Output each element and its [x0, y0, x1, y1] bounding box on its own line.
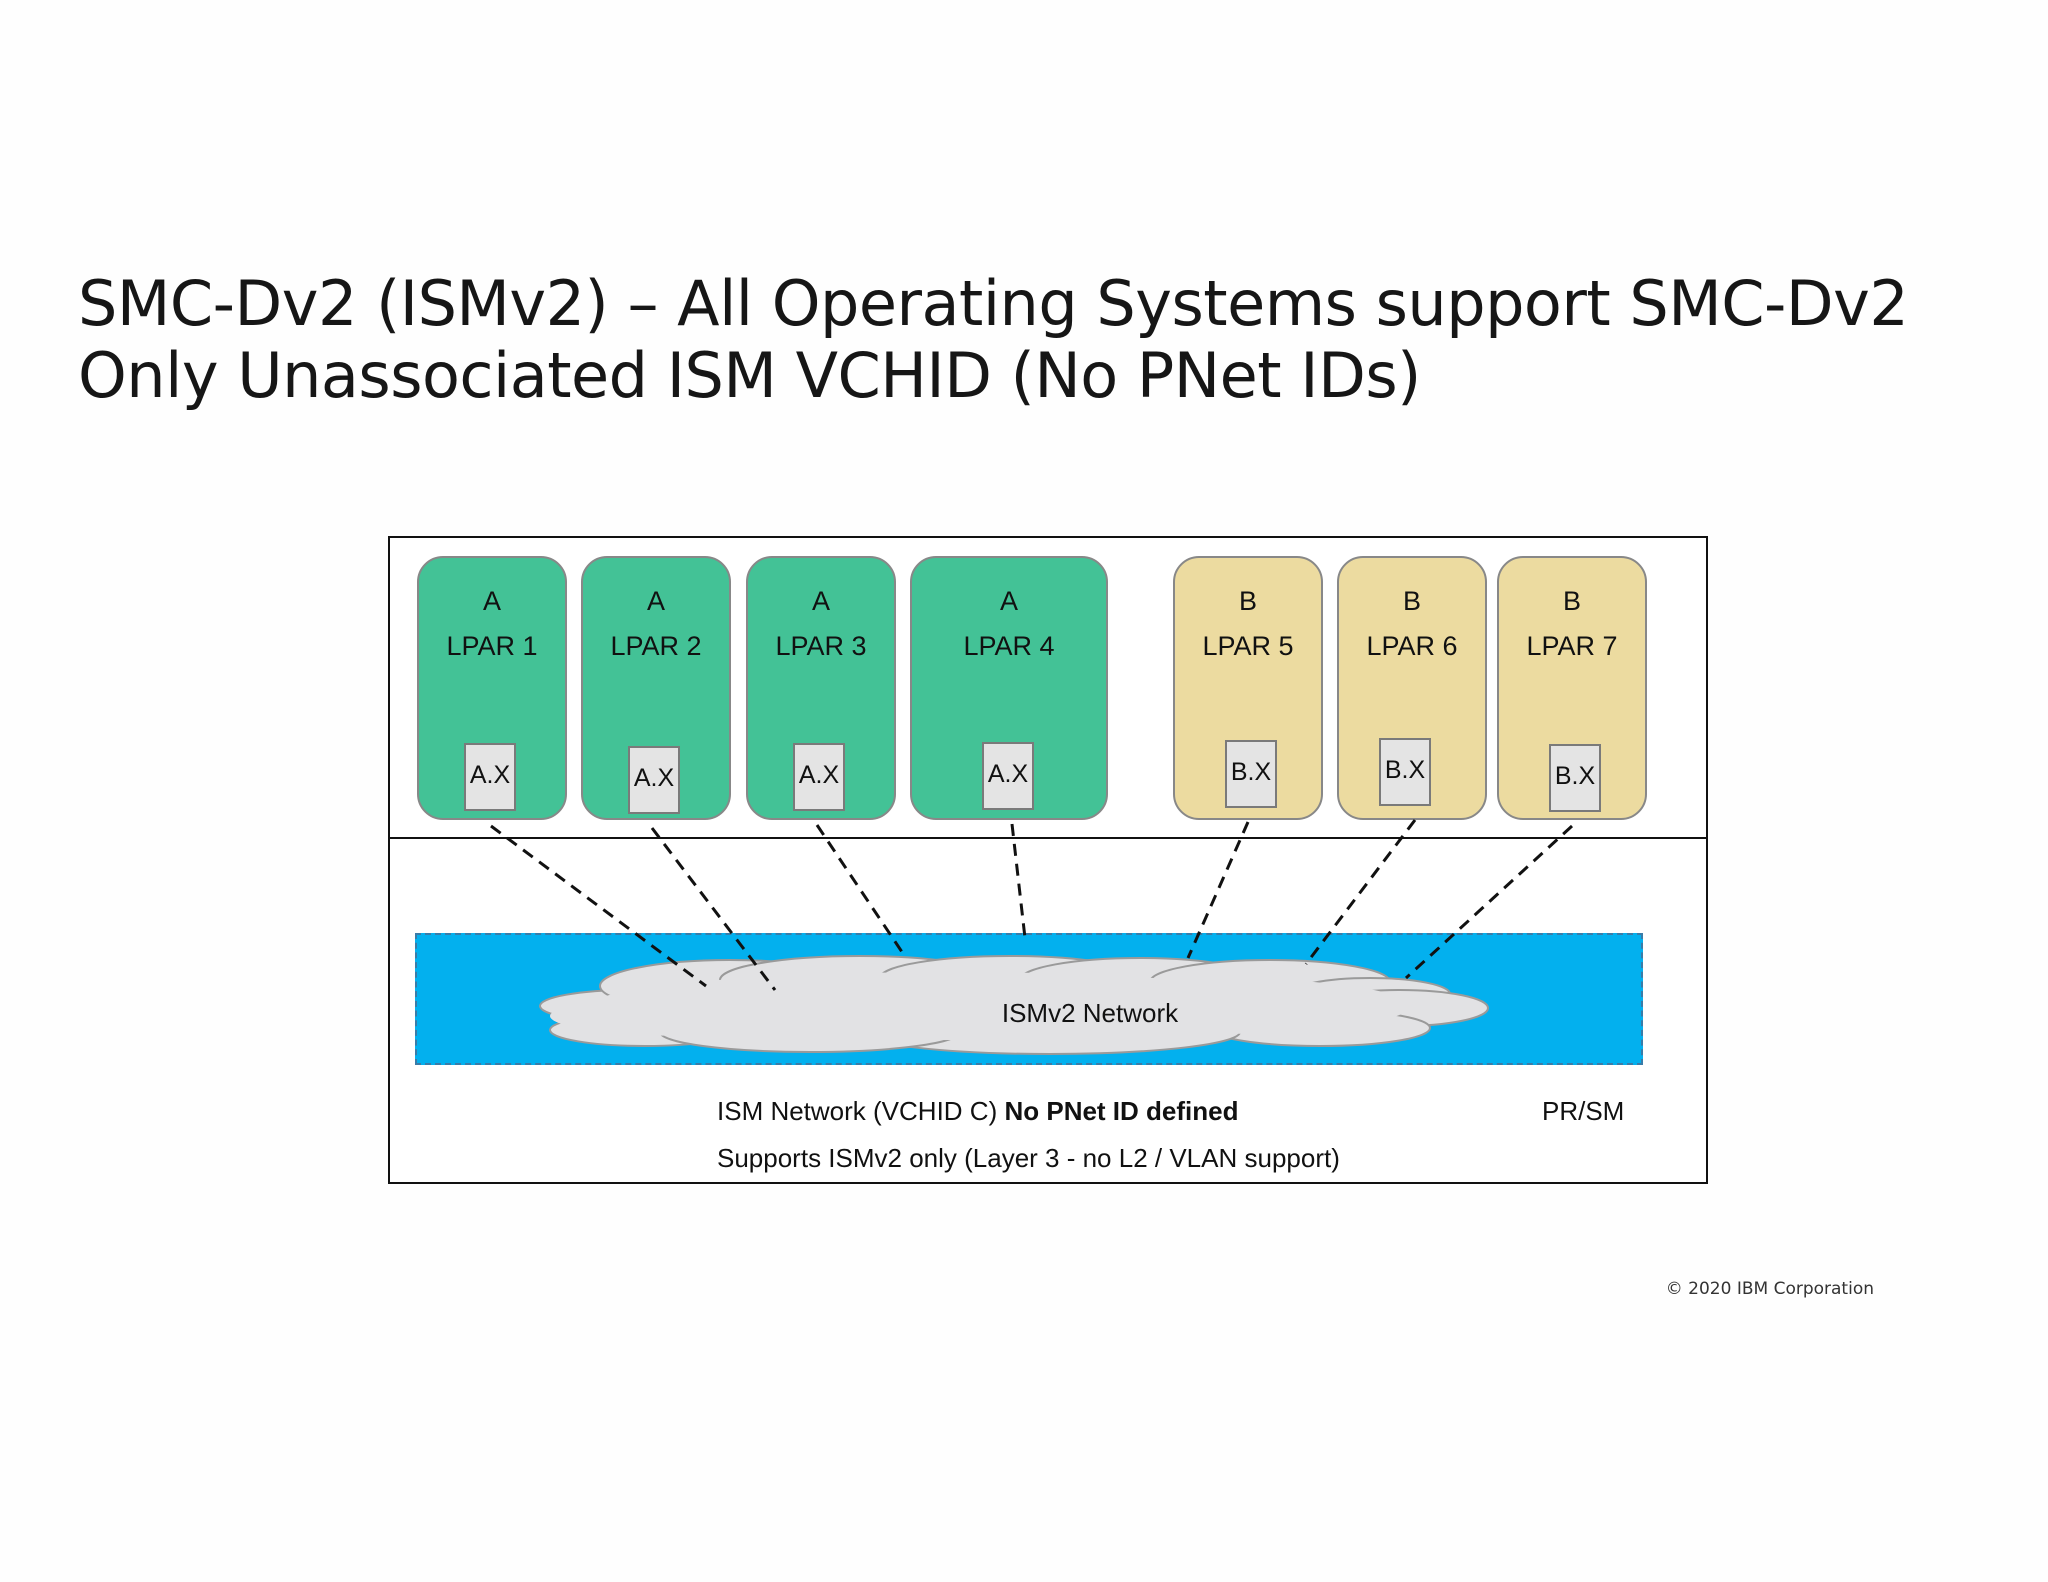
title-line-2: Only Unassociated ISM VCHID (No PNet IDs… [78, 339, 1421, 412]
lpar-name: LPAR 2 [610, 631, 702, 661]
lpar-6-box: B LPAR 6 B.X [1337, 556, 1487, 820]
lpar-group-label: B [1238, 586, 1257, 616]
connection-lines [490, 819, 1574, 991]
lpar-group-label: A [999, 586, 1018, 616]
frame-divider [390, 837, 1706, 839]
lpar-name: LPAR 6 [1366, 631, 1458, 661]
network-overlay [490, 819, 1574, 1055]
ism-chip: A.X [464, 743, 516, 811]
lpar-name: LPAR 7 [1526, 631, 1618, 661]
connection-line-lpar-3 [815, 824, 904, 953]
connection-line-lpar-7 [1404, 824, 1574, 980]
lpar-name: LPAR 1 [446, 631, 538, 661]
hypervisor-label: PR/SM [1542, 1096, 1625, 1126]
lpar-5-box: B LPAR 5 B.X [1173, 556, 1323, 820]
lpar-1-box: A LPAR 1 A.X [417, 556, 567, 820]
lpar-2-box: A LPAR 2 A.X [581, 556, 731, 820]
lpar-group-label: A [646, 586, 665, 616]
ism-chip: B.X [1225, 740, 1277, 808]
ism-chip: A.X [793, 743, 845, 811]
lpar-name: LPAR 3 [775, 631, 867, 661]
connection-line-lpar-2 [650, 827, 777, 991]
lpar-name: LPAR 5 [1202, 631, 1294, 661]
ism-chip: B.X [1549, 744, 1601, 812]
ism-network-info: ISM Network (VCHID C) No PNet ID defined [717, 1096, 1238, 1127]
connection-line-lpar-1 [490, 824, 707, 988]
ism-network-info-prefix: ISM Network (VCHID C) [717, 1096, 1005, 1126]
lpar-group-label: B [1562, 586, 1581, 616]
lpar-3-box: A LPAR 3 A.X [746, 556, 896, 820]
connection-line-lpar-5 [1186, 821, 1250, 959]
slide-title: SMC-Dv2 (ISMv2) – All Operating Systems … [78, 268, 1978, 412]
connection-line-lpar-6 [1304, 819, 1417, 965]
ism-chip: B.X [1379, 738, 1431, 806]
lpar-group-label: B [1402, 586, 1421, 616]
cloud-label: ISMv2 Network [1001, 998, 1179, 1028]
lpar-name: LPAR 4 [963, 631, 1055, 661]
pnet-id-status: No PNet ID defined [1004, 1096, 1239, 1126]
network-cloud [539, 955, 1489, 1055]
lpar-7-box: B LPAR 7 B.X [1497, 556, 1647, 820]
ism-support-note: Supports ISMv2 only (Layer 3 - no L2 / V… [717, 1143, 1340, 1173]
lpar-4-box: A LPAR 4 A.X [910, 556, 1108, 820]
lpar-group-label: A [811, 586, 830, 616]
title-line-1: SMC-Dv2 (ISMv2) – All Operating Systems … [78, 267, 1909, 340]
system-frame: A LPAR 1 A.X A LPAR 2 A.X A LPAR 3 A.X A… [388, 536, 1708, 1184]
ism-chip: A.X [628, 746, 680, 814]
copyright-footer: © 2020 IBM Corporation [1665, 1279, 1874, 1299]
connection-line-lpar-4 [1010, 823, 1027, 939]
lpar-group-label: A [482, 586, 501, 616]
ism-chip: A.X [982, 742, 1034, 810]
